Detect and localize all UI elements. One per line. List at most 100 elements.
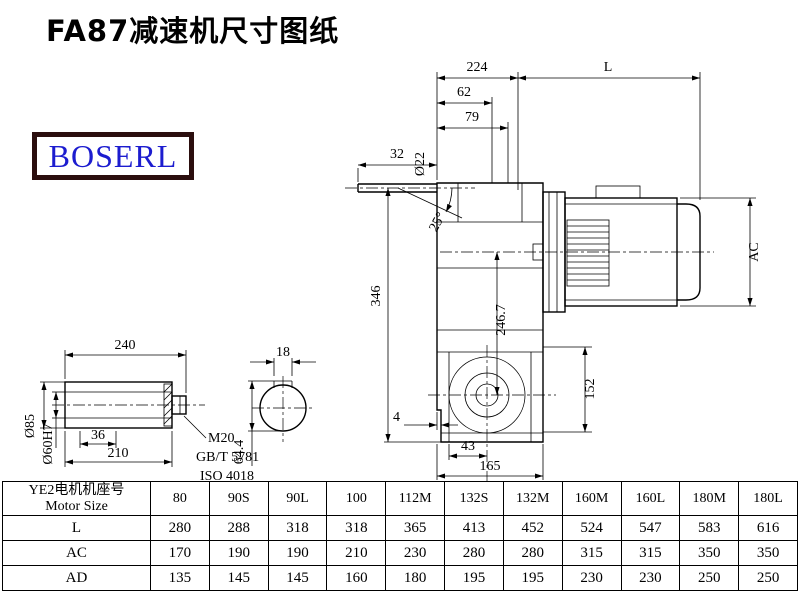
cell: 230 xyxy=(620,565,681,591)
header-motor-size: YE2电机机座号 Motor Size xyxy=(2,481,151,516)
col-header: 160M xyxy=(561,481,622,516)
dim-32: 32 xyxy=(390,147,404,162)
col-header: 80 xyxy=(150,481,210,516)
col-header: 100 xyxy=(326,481,387,516)
dim-346: 346 xyxy=(369,286,384,307)
boserl-logo: BOSERL xyxy=(32,132,194,180)
input-shaft xyxy=(357,183,437,193)
cell: 230 xyxy=(561,565,622,591)
output-shaft-boss xyxy=(448,356,526,434)
cell: 170 xyxy=(150,540,210,566)
dim-64-4: 64.4 xyxy=(232,440,247,465)
cell: 180 xyxy=(385,565,446,591)
cell: 190 xyxy=(208,540,269,566)
dim-AC: AC xyxy=(747,242,762,261)
cell: 280 xyxy=(444,540,504,566)
cell: 413 xyxy=(444,515,504,541)
dim-43: 43 xyxy=(461,439,475,454)
bolt-head xyxy=(171,395,187,415)
dim-240: 240 xyxy=(115,338,136,353)
dim-36: 36 xyxy=(91,428,105,443)
bottom-dimensions: 4 43 165 xyxy=(393,410,544,480)
cell: 365 xyxy=(385,515,446,541)
angle-indicator: 25° xyxy=(397,187,463,235)
page-title: FA87减速机尺寸图纸 xyxy=(46,14,340,48)
dim-angle: 25° xyxy=(427,210,449,234)
cell: 315 xyxy=(620,540,681,566)
cell: 280 xyxy=(150,515,210,541)
bolt-leader-line xyxy=(183,415,207,439)
col-header: 90L xyxy=(267,481,328,516)
col-header: 112M xyxy=(385,481,446,516)
top-dimensions: 224 L 62 79 32 Ø22 xyxy=(357,60,701,200)
col-header: 132M xyxy=(502,481,563,516)
cell: 616 xyxy=(738,515,798,541)
centerlines xyxy=(345,187,714,482)
housing-detail-lines xyxy=(437,183,543,442)
table-header-row: YE2电机机座号 Motor Size 80 90S 90L 100 112M … xyxy=(2,481,798,516)
cell: 318 xyxy=(326,515,387,541)
col-header: 160L xyxy=(620,481,681,516)
dim-4: 4 xyxy=(393,410,400,425)
dim-input-shaft-dia: Ø22 xyxy=(413,152,428,176)
cell: 250 xyxy=(738,565,798,591)
bore-section-view: 18 64.4 xyxy=(232,345,316,466)
col-header: 180L xyxy=(738,481,798,516)
dim-L: L xyxy=(604,60,613,75)
dim-165: 165 xyxy=(480,459,501,474)
cell: 145 xyxy=(208,565,269,591)
col-header: 90S xyxy=(208,481,269,516)
cell: 210 xyxy=(326,540,387,566)
table-row-AC: AC 170 190 190 210 230 280 280 315 315 3… xyxy=(2,540,798,566)
cell: 524 xyxy=(561,515,622,541)
cell: 230 xyxy=(385,540,446,566)
motor xyxy=(532,185,701,313)
main-view: 25° 224 L 62 79 32 Ø22 xyxy=(345,60,762,482)
dim-18: 18 xyxy=(276,345,290,360)
cell: 195 xyxy=(444,565,504,591)
cell: 135 xyxy=(150,565,210,591)
dim-210: 210 xyxy=(108,446,129,461)
dim-dia-85: Ø85 xyxy=(23,414,38,438)
bolt-standard-iso: ISO 4018 xyxy=(200,469,254,484)
keyway xyxy=(273,380,293,388)
shaft-detail-view: 240 36 210 Ø85 Ø60H7 M20 GB/T 5781 ISO 4… xyxy=(23,338,259,484)
dim-152: 152 xyxy=(583,379,598,400)
fan-cover xyxy=(677,203,701,301)
row-label: L xyxy=(2,515,151,541)
col-header: 180M xyxy=(679,481,740,516)
cell: 452 xyxy=(502,515,563,541)
bolt-size-label: M20 xyxy=(208,431,234,446)
cell: 288 xyxy=(208,515,269,541)
cell: 350 xyxy=(738,540,798,566)
cell: 190 xyxy=(267,540,328,566)
table-row-L: L 280 288 318 318 365 413 452 524 547 58… xyxy=(2,515,798,541)
motor-size-table: YE2电机机座号 Motor Size 80 90S 90L 100 112M … xyxy=(2,481,798,591)
cell: 280 xyxy=(502,540,563,566)
header-motor-size-en: Motor Size xyxy=(45,498,108,514)
row-label: AD xyxy=(2,565,151,591)
cell: 145 xyxy=(267,565,328,591)
cell: 350 xyxy=(679,540,740,566)
motor-fin-block xyxy=(566,219,610,287)
terminal-box xyxy=(595,185,641,199)
row-label: AC xyxy=(2,540,151,566)
cell: 318 xyxy=(267,515,328,541)
dim-79: 79 xyxy=(465,110,479,125)
dim-246-7: 246.7 xyxy=(494,304,509,336)
cell: 547 xyxy=(620,515,681,541)
cell: 195 xyxy=(502,565,563,591)
col-header: 132S xyxy=(444,481,504,516)
vertical-dimensions: 346 246.7 152 AC xyxy=(369,188,762,443)
bolt-standard-gb: GB/T 5781 xyxy=(196,450,259,465)
dim-dia-60H7: Ø60H7 xyxy=(41,423,56,464)
header-motor-size-cn: YE2电机机座号 xyxy=(28,482,125,498)
washer-hatching xyxy=(163,383,173,425)
cell: 583 xyxy=(679,515,740,541)
cell: 315 xyxy=(561,540,622,566)
table-row-AD: AD 135 145 145 160 180 195 195 230 230 2… xyxy=(2,565,798,591)
motor-fins xyxy=(567,225,609,281)
cell: 250 xyxy=(679,565,740,591)
